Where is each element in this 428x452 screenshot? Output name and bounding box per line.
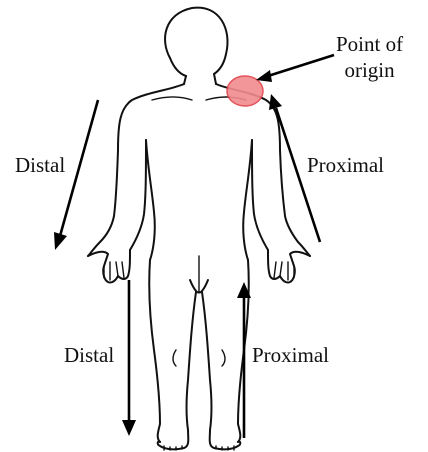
point-of-origin-marker [227, 76, 263, 106]
origin-pointer-arrow [256, 55, 334, 82]
distal-arm-label: Distal [15, 155, 65, 176]
proximal-leg-label: Proximal [252, 345, 329, 366]
left-arm-inner [130, 140, 146, 250]
left-foot [158, 430, 189, 449]
left-clavicle [152, 97, 192, 100]
point-of-origin-line2: origin [336, 57, 403, 83]
left-leg-outer [149, 260, 160, 442]
point-of-origin-line1: Point of [336, 31, 403, 57]
face-left [170, 58, 186, 76]
distal-leg-label: Distal [64, 345, 114, 366]
right-arm-inner [252, 140, 268, 250]
proximal-arm-label: Proximal [307, 155, 384, 176]
left-shoulder-arm-outer [88, 84, 184, 256]
leg-distal-arrow [122, 280, 136, 436]
neck-right [214, 74, 216, 84]
right-knee [222, 350, 225, 366]
neck-left [184, 76, 186, 84]
left-leg-inner [187, 292, 197, 430]
left-knee [173, 350, 176, 366]
right-foot [210, 430, 241, 449]
left-torso [146, 140, 155, 260]
head [165, 8, 227, 74]
right-leg-inner [202, 292, 212, 430]
point-of-origin-label: Point of origin [336, 31, 403, 83]
right-torso [243, 140, 252, 260]
